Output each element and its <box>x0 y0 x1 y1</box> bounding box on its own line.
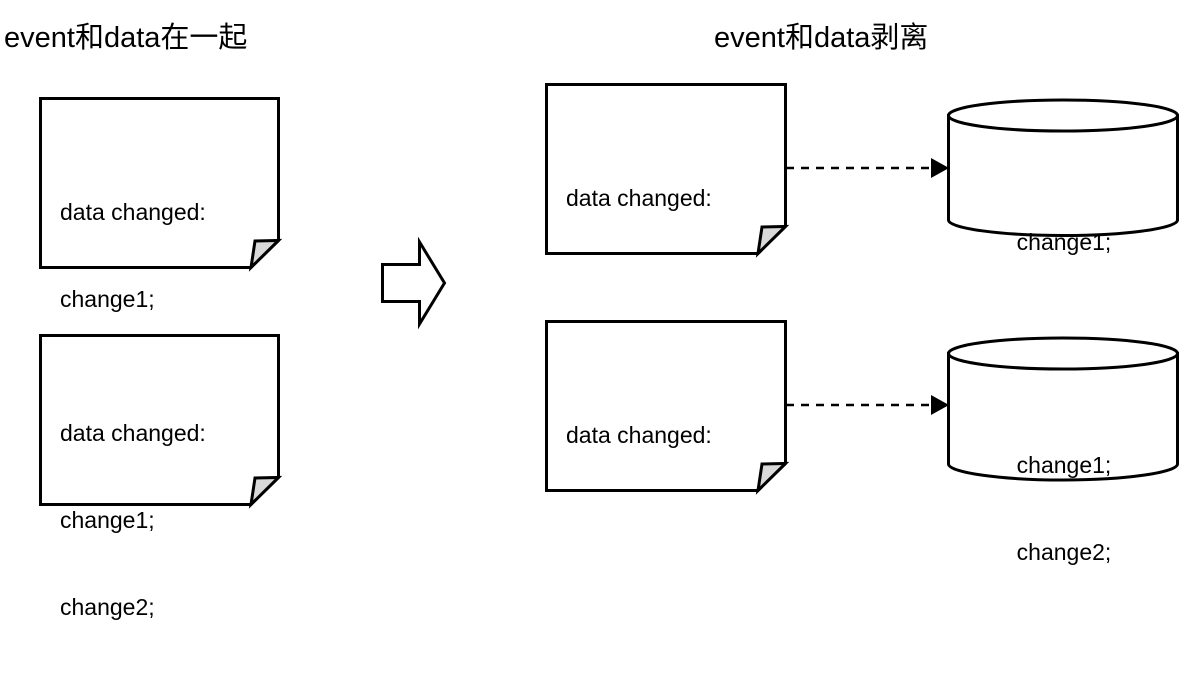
note-body <box>545 83 787 255</box>
database-2-line-1: change2; <box>1016 539 1112 565</box>
connector-note-to-db-1[interactable] <box>786 152 952 184</box>
note-shape-right-1[interactable] <box>545 83 790 258</box>
database-body <box>947 352 1179 482</box>
right-panel-title: event和data剥离 <box>714 22 929 54</box>
note-shape-left-1[interactable] <box>39 97 283 272</box>
note-left-2-line-1: change1; <box>60 507 155 533</box>
note-shape-right-2[interactable] <box>545 320 790 495</box>
note-left-2-line-2: change2; <box>60 594 155 620</box>
database-shape-1[interactable] <box>946 98 1182 238</box>
arrowhead-icon <box>931 395 949 415</box>
note-fold-icon <box>248 475 283 509</box>
note-shape-left-2[interactable] <box>39 334 283 509</box>
note-fold-icon <box>755 461 790 495</box>
database-top-ellipse-icon <box>947 336 1179 371</box>
note-body <box>545 320 787 492</box>
diagram-canvas: event和data在一起 event和data剥离 data changed:… <box>4 22 1182 620</box>
arrow-outline <box>381 236 447 330</box>
arrowhead-icon <box>931 158 949 178</box>
note-body <box>39 334 280 506</box>
connector-note-to-db-2[interactable] <box>786 389 952 421</box>
left-panel-title: event和data在一起 <box>4 22 248 54</box>
note-body <box>39 97 280 269</box>
transform-arrow-icon[interactable] <box>381 236 447 330</box>
database-top-ellipse-icon <box>947 98 1179 133</box>
note-fold-icon <box>248 238 283 272</box>
database-body <box>947 114 1179 238</box>
note-fold-icon <box>755 224 790 258</box>
database-shape-2[interactable] <box>946 336 1182 484</box>
note-left-1-line-1: change1; <box>60 286 155 312</box>
